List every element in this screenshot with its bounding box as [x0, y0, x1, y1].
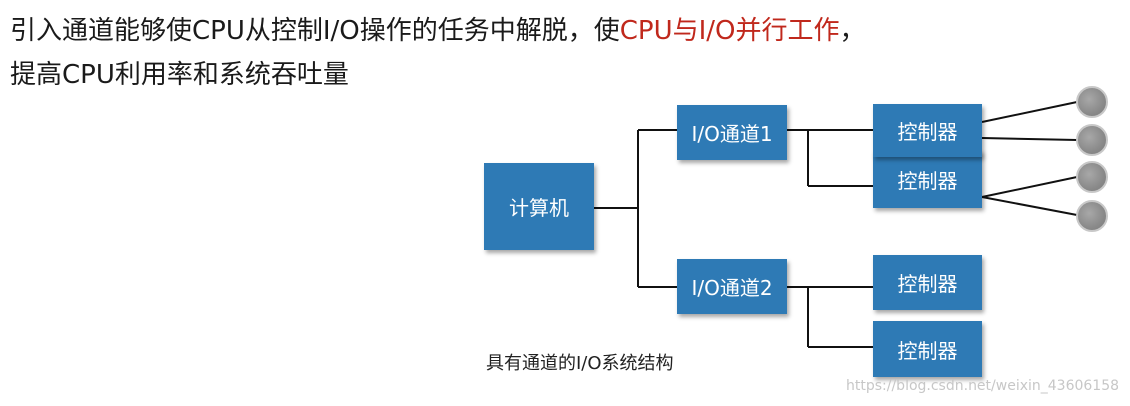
- wire-controller-1-disk-1: [981, 101, 1078, 123]
- controller-2-box: 控制器: [873, 150, 982, 208]
- controller-1-label: 控制器: [897, 120, 958, 144]
- controller-4-box: 控制器: [873, 321, 982, 377]
- controller-3-label: 控制器: [897, 272, 958, 296]
- wire-controller-2-disk-4: [981, 196, 1078, 216]
- controller-4-label: 控制器: [897, 338, 958, 363]
- disk-icon: [1076, 200, 1108, 232]
- heading-line-1: 引入通道能够使CPU从控制I/O操作的任务中解脱，使CPU与I/O并行工作，: [10, 14, 866, 48]
- channel-2-box: I/O通道2: [677, 259, 787, 314]
- watermark: https://blog.csdn.net/weixin_43606158: [846, 378, 1120, 394]
- wire-controller-2-disk-3: [981, 176, 1078, 198]
- controller-1-box: 控制器: [873, 104, 982, 157]
- controller-3-box: 控制器: [873, 255, 982, 310]
- computer-box: 计算机: [484, 163, 594, 250]
- heading-highlight: CPU与I/O并行工作: [619, 16, 840, 46]
- wire-controller-1-disk-2: [981, 137, 1078, 141]
- heading-line-1-post: ，: [839, 16, 866, 46]
- computer-label: 计算机: [509, 196, 569, 220]
- controller-2-label: 控制器: [897, 168, 958, 193]
- heading-line-2: 提高CPU利用率和系统吞吐量: [10, 60, 349, 90]
- channel-1-label: I/O通道1: [691, 122, 773, 146]
- disk-icon: [1076, 86, 1108, 118]
- heading-line-1-pre: 引入通道能够使CPU从控制I/O操作的任务中解脱，使: [10, 16, 620, 46]
- channel-2-label: I/O通道2: [691, 276, 773, 300]
- disk-icon: [1076, 161, 1108, 193]
- disk-icon: [1076, 124, 1108, 156]
- channel-1-box: I/O通道1: [677, 105, 787, 160]
- diagram-caption: 具有通道的I/O系统结构: [486, 353, 674, 374]
